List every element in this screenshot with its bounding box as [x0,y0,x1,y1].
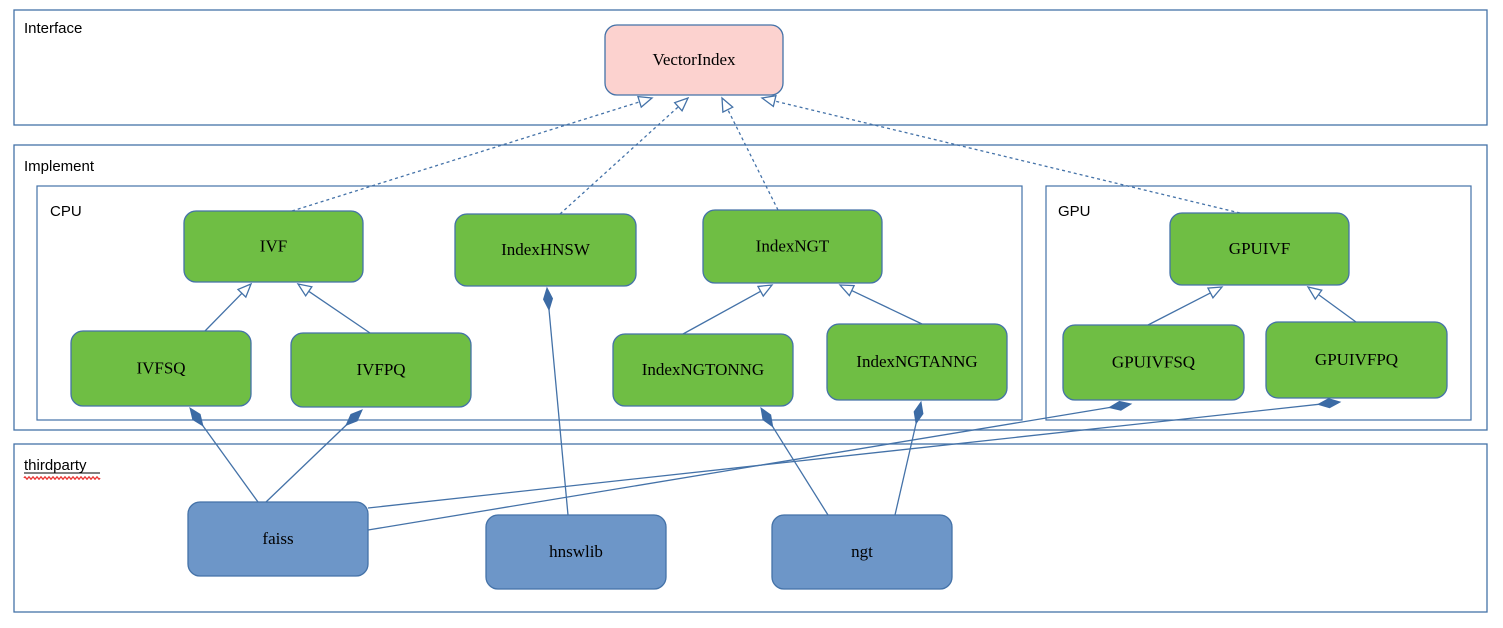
node-label-gpuivfpq: GPUIVFPQ [1315,350,1398,369]
node-label-ivf: IVF [260,236,287,255]
inheritance-arrowhead-icon [1306,286,1323,301]
composition-diamond-icon [913,400,924,425]
subgroup-label-cpu: CPU [50,203,82,220]
node-label-ivfsq: IVFSQ [136,358,185,377]
node-label-indexngt: IndexNGT [756,236,830,255]
node-label-vectorindex: VectorIndex [652,50,736,69]
inheritance-arrowhead-icon [721,96,734,114]
edge-gpuivfpq-extends-gpuivf [1318,294,1357,323]
node-ivfpq[interactable]: IVFPQ [290,332,472,408]
subgroup-label-gpu: GPU [1058,203,1091,220]
composition-diamond-icon [189,406,204,427]
node-hnswlib[interactable]: hnswlib [485,514,667,590]
edge-indexngtanng-extends-indexngt [851,289,923,325]
node-box-ivf[interactable] [183,210,364,283]
relationship-edges [195,100,1357,531]
spellcheck-squiggle-icon [23,476,101,480]
edge-indexhnsw-realizes-vectorindex [559,106,679,215]
edge-ivfpq-extends-ivf [308,290,371,334]
group-label-interface: Interface [24,20,82,37]
edge-ngt-composes-indexngtonng [766,416,829,516]
node-ngt[interactable]: ngt [771,514,953,590]
node-faiss[interactable]: faiss [187,501,369,577]
edge-gpuivf-realizes-vectorindex [774,100,1241,214]
composition-diamond-icon [542,286,554,312]
edge-indexngt-realizes-vectorindex [727,109,779,211]
composition-diamond-icon [345,409,363,427]
node-gpuivfsq[interactable]: GPUIVFSQ [1062,324,1245,401]
group-label-implement: Implement [24,158,95,175]
inheritance-arrowhead-icon [637,95,654,109]
inheritance-arrowhead-icon [838,284,856,297]
node-box-vectorindex[interactable] [604,24,784,96]
node-label-ivfpq: IVFPQ [356,360,405,379]
edge-ngt-composes-indexngtanng [894,412,920,516]
node-label-indexhnsw: IndexHNSW [501,240,591,259]
node-label-ngt: ngt [851,542,873,561]
node-ivf[interactable]: IVF [183,210,364,283]
edge-markers [189,94,1342,428]
node-box-indexngtanng[interactable] [826,323,1008,401]
inheritance-arrowhead-icon [673,96,690,112]
composition-diamond-icon [1316,398,1342,409]
group-label-thirdparty: thirdparty [24,457,87,474]
edge-indexngtonng-extends-indexngt [682,290,761,335]
inheritance-arrowhead-icon [296,283,313,298]
node-indexngtanng[interactable]: IndexNGTANNG [826,323,1008,401]
node-box-ivfpq[interactable] [290,332,472,408]
edge-faiss-composes-gpuivfpq [367,402,1330,509]
edge-faiss-composes-ivfpq [265,417,355,503]
edge-faiss-composes-gpuivfsq [367,405,1121,531]
node-box-indexhnsw[interactable] [454,213,637,287]
node-box-hnswlib[interactable] [485,514,667,590]
node-ivfsq[interactable]: IVFSQ [70,330,252,407]
node-indexngtonng[interactable]: IndexNGTONNG [612,333,794,407]
inheritance-arrowhead-icon [1206,286,1224,300]
inheritance-arrowhead-icon [756,284,774,298]
node-box-gpuivfsq[interactable] [1062,324,1245,401]
node-box-gpuivf[interactable] [1169,212,1350,286]
node-label-faiss: faiss [262,529,293,548]
composition-diamond-icon [760,406,774,428]
node-gpuivfpq[interactable]: GPUIVFPQ [1265,321,1448,399]
edge-faiss-composes-ivfsq [195,416,259,503]
node-label-indexngtonng: IndexNGTONNG [642,360,764,379]
node-box-indexngtonng[interactable] [612,333,794,407]
node-label-gpuivfsq: GPUIVFSQ [1112,352,1195,371]
node-label-hnswlib: hnswlib [549,542,603,561]
node-gpuivf[interactable]: GPUIVF [1169,212,1350,286]
edge-ivfsq-extends-ivf [204,292,243,332]
node-vectorindex[interactable]: VectorIndex [604,24,784,96]
edge-gpuivfsq-extends-gpuivf [1147,292,1211,326]
inheritance-arrowhead-icon [236,282,253,299]
inheritance-arrowhead-icon [760,94,777,108]
edge-hnswlib-composes-indexhnsw [547,298,569,516]
node-label-indexngtanng: IndexNGTANNG [856,352,977,371]
node-box-ngt[interactable] [771,514,953,590]
node-label-gpuivf: GPUIVF [1229,239,1290,258]
node-box-faiss[interactable] [187,501,369,577]
node-box-gpuivfpq[interactable] [1265,321,1448,399]
node-box-indexngt[interactable] [702,209,883,284]
composition-diamond-icon [1107,400,1133,411]
edge-ivf-realizes-vectorindex [291,101,640,212]
node-box-ivfsq[interactable] [70,330,252,407]
node-indexhnsw[interactable]: IndexHNSW [454,213,637,287]
node-indexngt[interactable]: IndexNGT [702,209,883,284]
